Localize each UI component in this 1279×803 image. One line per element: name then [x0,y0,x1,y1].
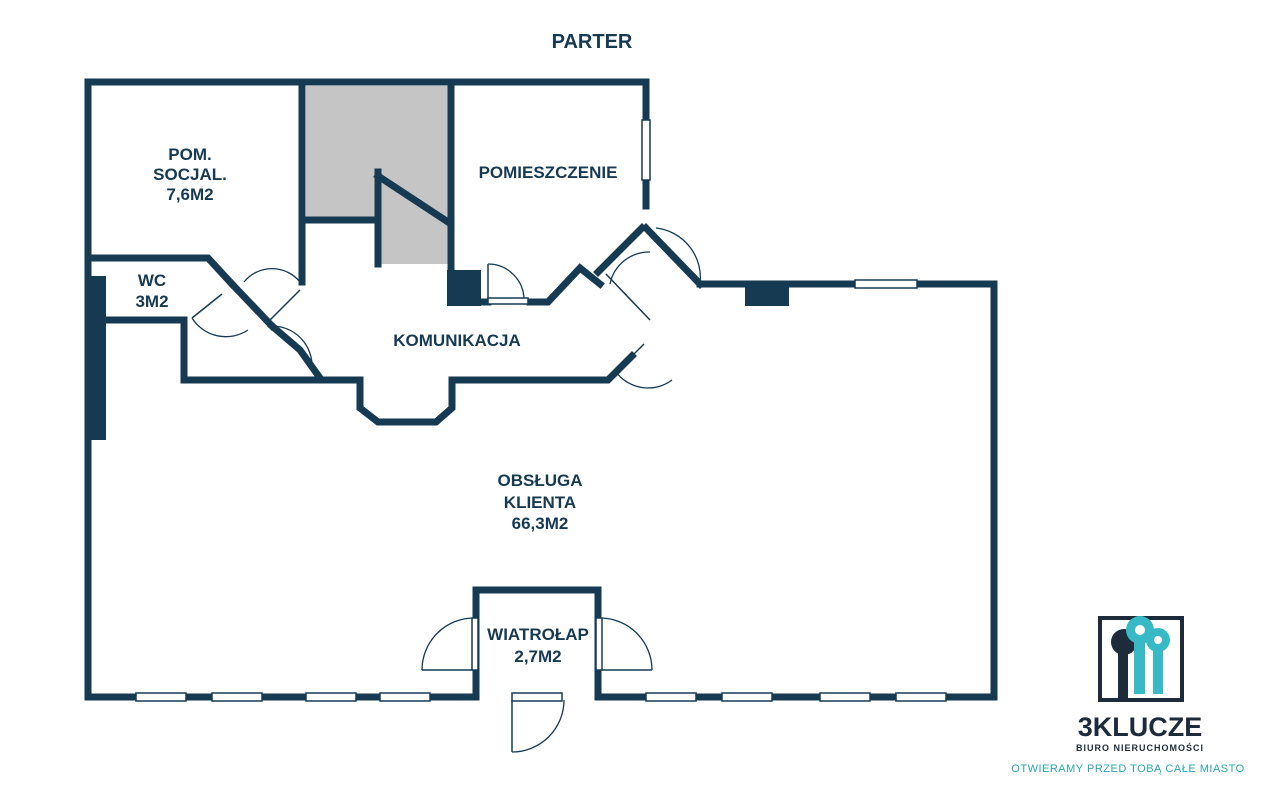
room-area-wc: 3M2 [135,292,168,311]
room-area-socjal: 7,6M2 [166,185,213,204]
keys-icon [1111,616,1170,698]
room-label-socjal-line2: SOCJAL. [153,165,227,184]
room-label-obsluga-line2: KLIENTA [504,493,576,512]
room-label-pomieszczenie: POMIESZCZENIE [479,163,618,182]
room-label-wiatrolap: WIATROŁAP [487,625,589,644]
plan-title: PARTER [552,31,633,53]
room-area-wiatrolap: 2,7M2 [514,647,561,666]
company-logo: 3KLUCZE BIURO NIERUCHOMOŚCI OTWIERAMY PR… [1011,616,1244,775]
room-label-wc: WC [138,271,166,290]
columns [88,270,789,440]
room-area-obsluga: 66,3M2 [512,514,569,533]
doors [191,227,702,753]
logo-brand: 3KLUCZE [1078,712,1203,742]
logo-subtitle: BIURO NIERUCHOMOŚCI [1076,742,1204,753]
room-label-obsluga-line1: OBSŁUGA [498,471,583,490]
room-label-komunikacja: KOMUNIKACJA [393,331,521,350]
room-label-socjal-line1: POM. [168,145,211,164]
windows [135,119,947,702]
logo-tagline: OTWIERAMY PRZED TOBĄ CAŁE MIASTO [1011,763,1244,775]
